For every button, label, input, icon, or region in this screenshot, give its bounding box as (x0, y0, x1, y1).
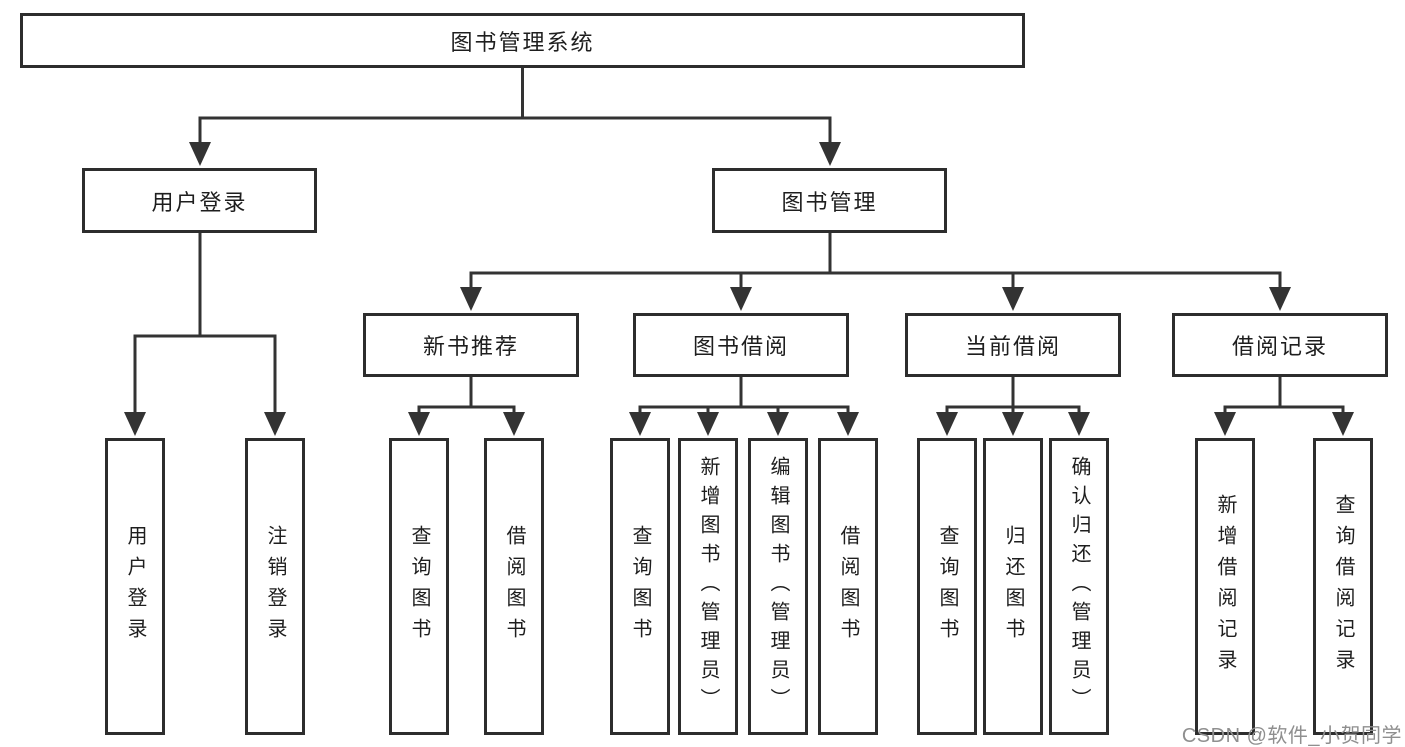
node-root: 图书管理系统 (20, 13, 1025, 68)
leaf-borrowing-borrow-books: 借阅图书 (818, 438, 878, 735)
leaf-recommend-borrow-books: 借阅图书 (484, 438, 544, 735)
leaf-current-return-books-label: 归还图书 (1002, 524, 1024, 649)
leaf-records-add-record-label: 新增借阅记录 (1214, 493, 1236, 680)
node-new-book-recommend: 新书推荐 (363, 313, 579, 377)
node-book-management-branch: 图书管理 (712, 168, 947, 233)
leaf-current-query-books-label: 查询图书 (936, 524, 958, 649)
leaf-current-confirm-return-admin: 确认归还（管理员） (1049, 438, 1109, 735)
node-current-borrowing-label: 当前借阅 (964, 334, 1061, 359)
leaf-records-query-record-label: 查询借阅记录 (1332, 493, 1354, 680)
leaf-current-query-books: 查询图书 (917, 438, 977, 735)
leaf-user-login: 用户登录 (105, 438, 165, 735)
node-current-borrowing: 当前借阅 (905, 313, 1121, 377)
leaf-borrowing-edit-books-admin: 编辑图书（管理员） (748, 438, 808, 735)
node-book-borrowing-label: 图书借阅 (692, 334, 789, 359)
leaf-recommend-borrow-books-label: 借阅图书 (503, 524, 525, 649)
leaf-logout-label: 注销登录 (264, 524, 286, 649)
leaf-borrowing-edit-books-admin-label: 编辑图书（管理员） (767, 456, 789, 717)
leaf-logout: 注销登录 (245, 438, 305, 735)
node-borrowing-records: 借阅记录 (1172, 313, 1388, 377)
node-new-book-recommend-label: 新书推荐 (422, 334, 519, 359)
node-borrowing-records-label: 借阅记录 (1231, 334, 1328, 359)
leaf-borrowing-add-books-admin: 新增图书（管理员） (678, 438, 738, 735)
node-root-label: 图书管理系统 (450, 29, 595, 55)
leaf-current-return-books: 归还图书 (983, 438, 1043, 735)
leaf-records-add-record: 新增借阅记录 (1195, 438, 1255, 735)
leaf-borrowing-add-books-admin-label: 新增图书（管理员） (697, 456, 719, 717)
leaf-borrowing-query-books-label: 查询图书 (629, 524, 651, 649)
csdn-watermark: CSDN @软件_小贺同学 (1181, 725, 1402, 747)
node-book-management-branch-label: 图书管理 (781, 189, 878, 215)
leaf-current-confirm-return-admin-label: 确认归还（管理员） (1068, 456, 1090, 717)
leaf-borrowing-borrow-books-label: 借阅图书 (837, 524, 859, 649)
arrowheads (124, 142, 1354, 436)
leaf-recommend-query-books-label: 查询图书 (408, 524, 430, 649)
leaf-borrowing-query-books: 查询图书 (610, 438, 670, 735)
node-user-login-branch: 用户登录 (82, 168, 317, 233)
node-user-login-branch-label: 用户登录 (151, 189, 248, 215)
node-book-borrowing: 图书借阅 (633, 313, 849, 377)
leaf-user-login-label: 用户登录 (124, 524, 146, 649)
leaf-records-query-record: 查询借阅记录 (1313, 438, 1373, 735)
leaf-recommend-query-books: 查询图书 (389, 438, 449, 735)
